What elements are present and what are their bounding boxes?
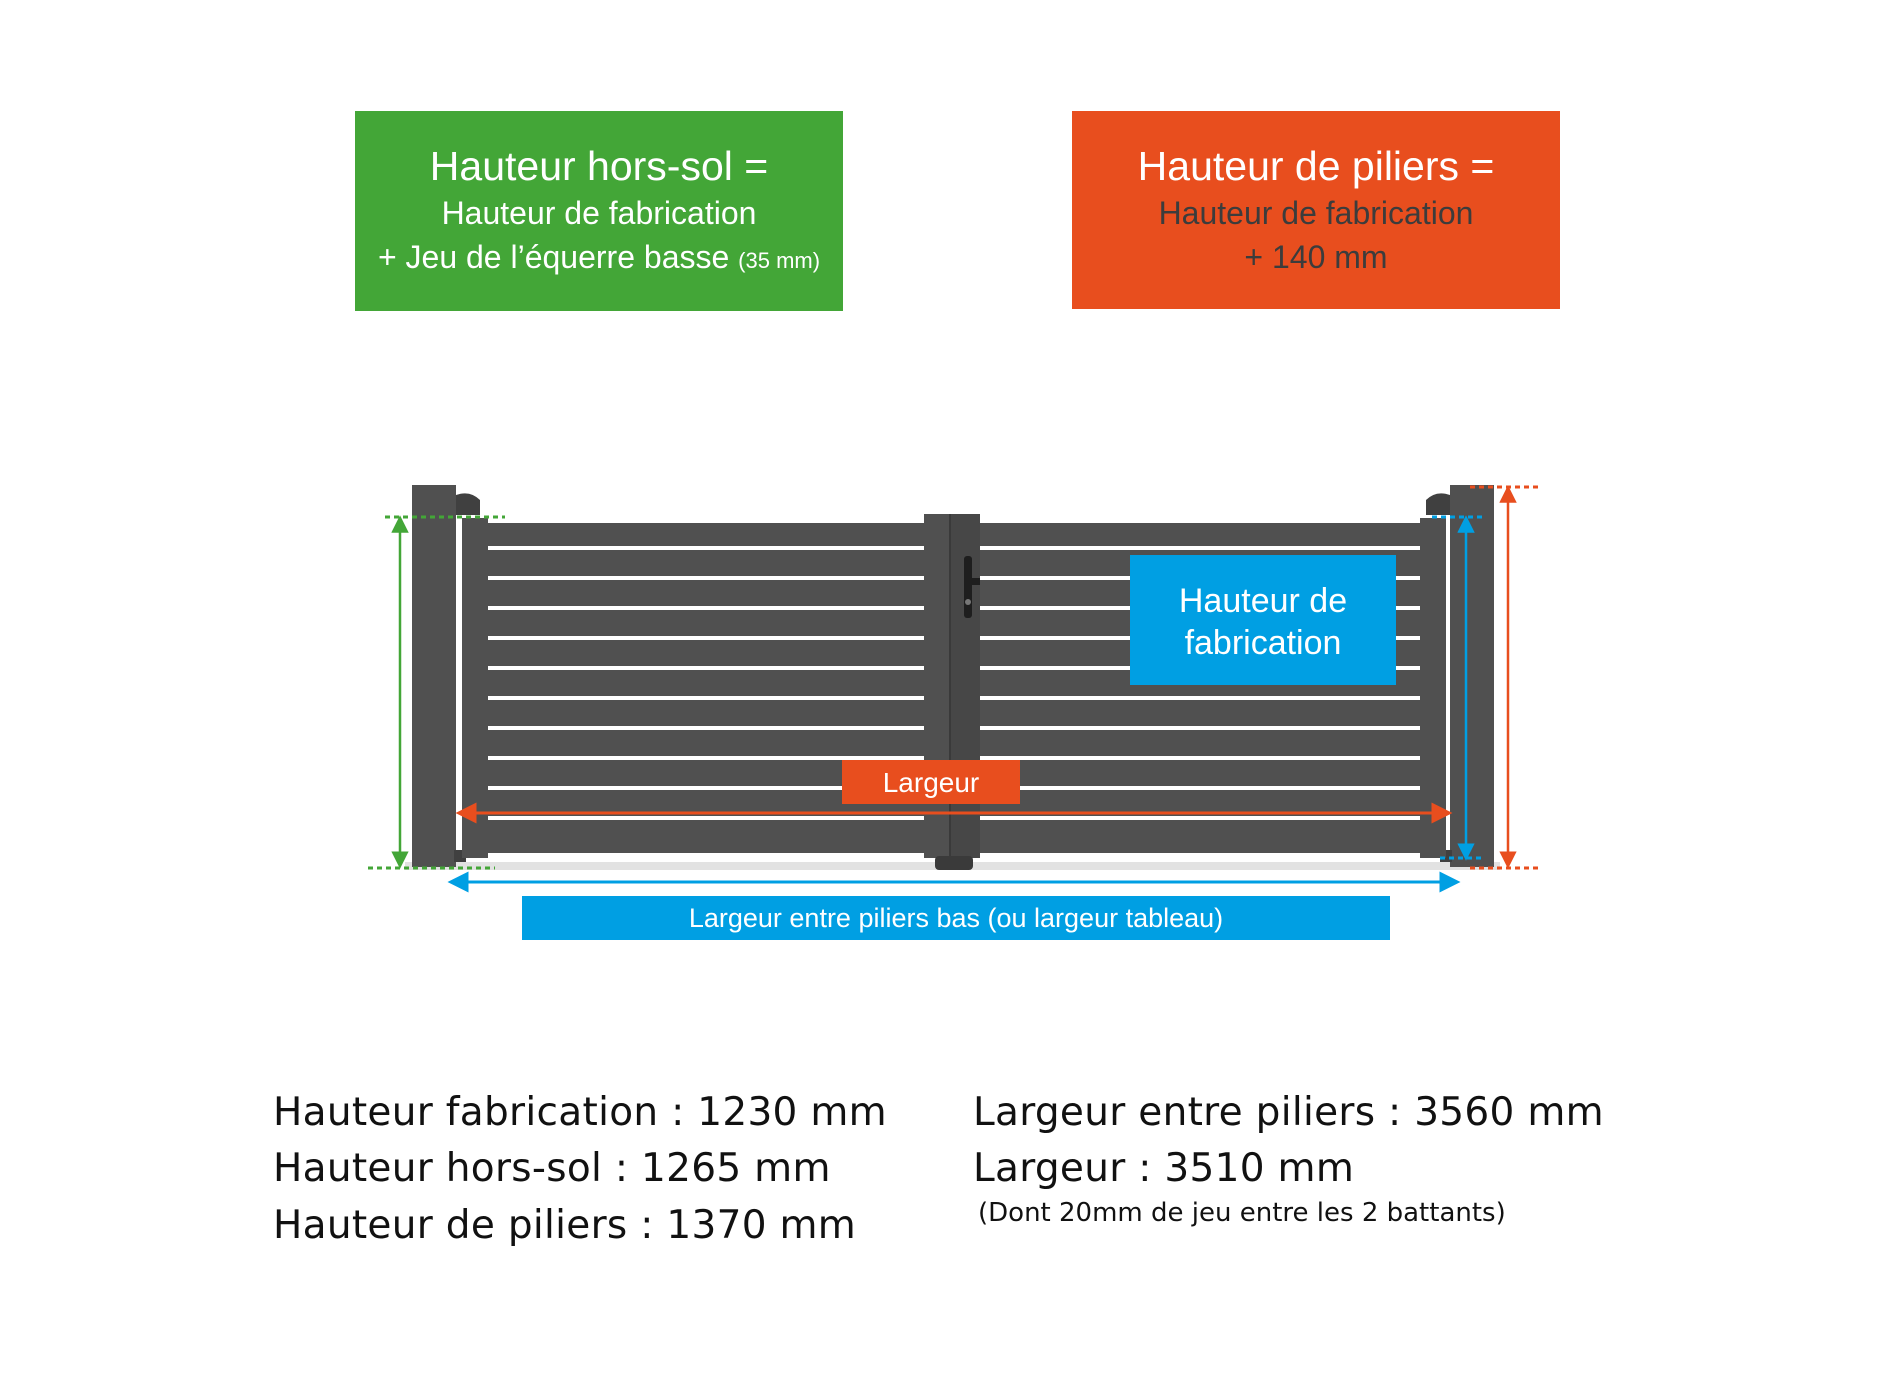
hors-sol-formula-title: Hauteur hors-sol = (429, 143, 769, 189)
piliers-dimension (1470, 485, 1540, 870)
fabrication-dimension (1432, 515, 1485, 861)
hors-sol-formula-jeu: (35 mm) (738, 248, 821, 273)
left-pillar (412, 485, 480, 867)
hors-sol-dimension (368, 515, 505, 870)
spec-hauteur-hors-sol: Hauteur hors-sol : 1265 mm (273, 1146, 831, 1191)
spec-largeur: Largeur : 3510 mm (973, 1146, 1355, 1191)
piliers-formula-title: Hauteur de piliers = (1137, 143, 1495, 189)
fabrication-label-box (1130, 555, 1396, 685)
hors-sol-formula-box: Hauteur hors-sol = Hauteur de fabricatio… (355, 111, 843, 311)
hors-sol-formula-line2: Hauteur de fabrication (441, 195, 757, 231)
piliers-formula-line3: + 140 mm (1244, 239, 1388, 275)
left-leaf (462, 518, 924, 858)
fabrication-label-line2: fabrication (1185, 624, 1342, 662)
spec-hauteur-fabrication: Hauteur fabrication : 1230 mm (273, 1090, 887, 1135)
spec-largeur-entre-piliers: Largeur entre piliers : 3560 mm (973, 1090, 1604, 1135)
fabrication-label-line1: Hauteur de (1179, 582, 1347, 620)
piliers-formula-line2: Hauteur de fabrication (1158, 195, 1474, 231)
largeur-piliers-label: Largeur entre piliers bas (ou largeur ta… (689, 903, 1223, 933)
largeur-label: Largeur (883, 767, 980, 798)
largeur-label-box (842, 760, 1020, 804)
spec-largeur-note: (Dont 20mm de jeu entre les 2 battants) (978, 1198, 1506, 1228)
piliers-formula-box: Hauteur de piliers = Hauteur de fabricat… (1072, 111, 1560, 309)
largeur-piliers-label-box (522, 896, 1390, 940)
spec-hauteur-piliers: Hauteur de piliers : 1370 mm (273, 1203, 857, 1248)
hors-sol-formula-line3: + Jeu de l’équerre basse (35 mm) (377, 239, 821, 275)
